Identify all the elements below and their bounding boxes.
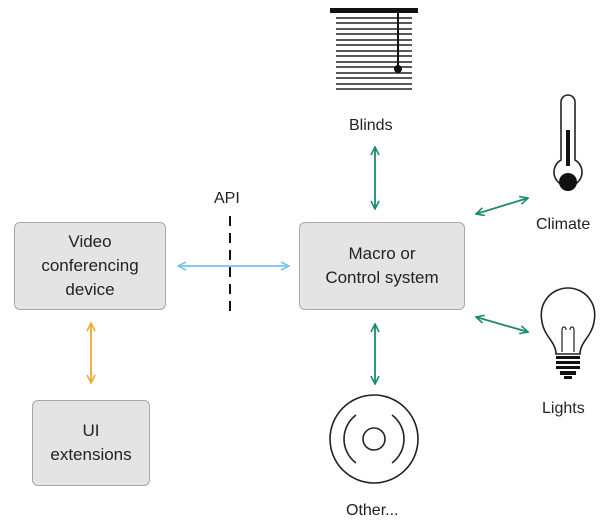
blinds-label: Blinds	[349, 117, 393, 134]
macro-label-2: Control system	[325, 268, 439, 287]
video-device-box: Video conferencing device	[14, 222, 166, 310]
climate-label: Climate	[536, 216, 591, 233]
macro-label-1: Macro or	[348, 244, 416, 263]
other-label: Other...	[346, 502, 399, 519]
light-bulb-icon	[540, 287, 596, 379]
lights-label: Lights	[542, 400, 585, 417]
ui-extensions-box: UI extensions	[32, 400, 150, 486]
video-device-label-1: Video	[68, 232, 112, 251]
arrow-macro-lights	[476, 317, 528, 332]
ui-extensions-label-2: extensions	[50, 445, 132, 464]
macro-control-box: Macro or Control system	[299, 222, 465, 310]
speaker-disc-icon	[329, 394, 419, 484]
video-device-label-2: conferencing	[41, 256, 139, 275]
ui-extensions-label-1: UI	[82, 421, 100, 440]
api-label: API	[214, 190, 240, 207]
blinds-icon	[330, 8, 418, 90]
arrow-macro-climate	[476, 198, 528, 214]
video-device-label-3: device	[65, 280, 115, 299]
thermometer-icon	[553, 94, 583, 191]
